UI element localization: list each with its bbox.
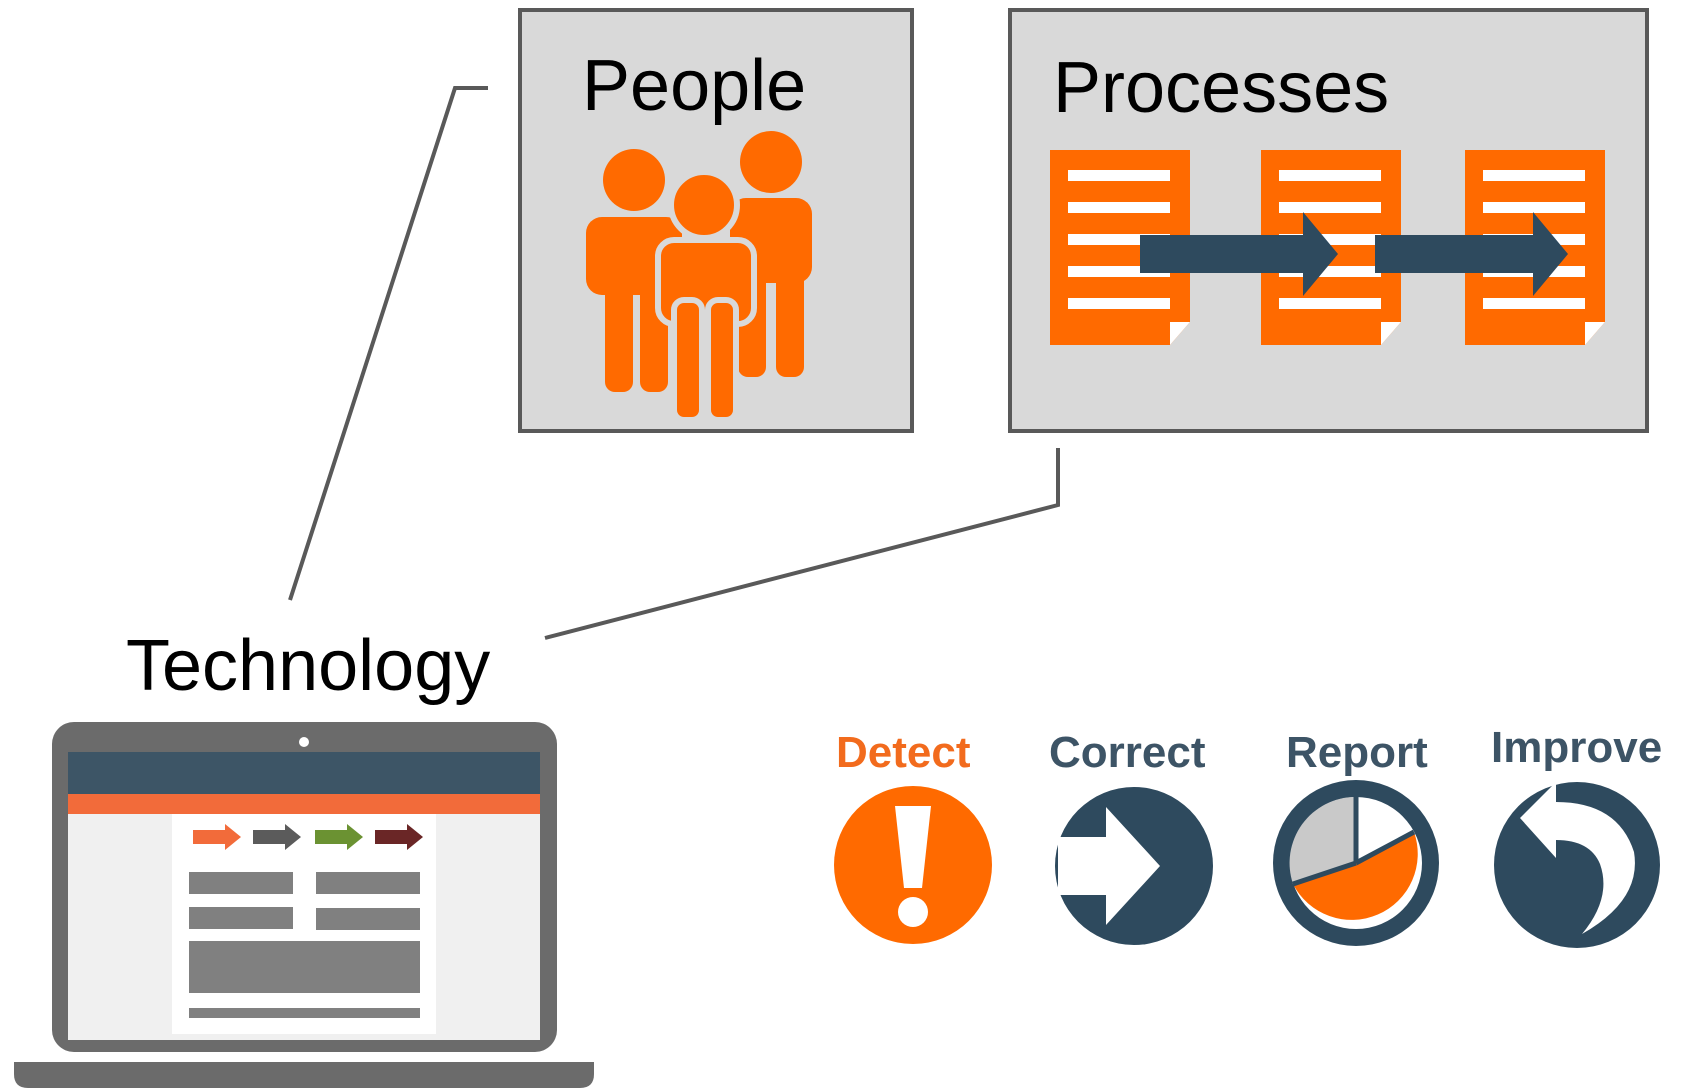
- screen-arrow-gray-icon: [253, 824, 301, 850]
- step-label-improve: Improve: [1491, 723, 1662, 772]
- people-panel: People: [518, 8, 914, 433]
- document-icon-1: [1050, 150, 1190, 345]
- screen-block: [316, 908, 420, 930]
- right-arrow-icon: [1055, 787, 1213, 945]
- screen-block: [189, 941, 420, 993]
- screen-block: [316, 872, 420, 894]
- process-arrow-icon-2: [1375, 212, 1568, 296]
- step-labels: Detect Correct Report Improve: [836, 723, 1662, 777]
- screen-arrow-orange-icon: [193, 824, 241, 850]
- processes-panel: Processes: [1008, 8, 1649, 433]
- connector-lines: [288, 86, 1060, 640]
- screen-arrow-green-icon: [315, 824, 363, 850]
- screen-arrow-maroon-icon: [375, 824, 423, 850]
- connector-processes-technology: [544, 448, 1060, 640]
- step-label-report: Report: [1286, 728, 1428, 777]
- step-label-correct: Correct: [1049, 728, 1206, 777]
- return-arrow-icon: [1494, 782, 1660, 948]
- screen-block: [189, 907, 293, 929]
- step-label-detect: Detect: [836, 728, 971, 777]
- laptop-base: [14, 1062, 594, 1088]
- process-arrow-icon-1: [1140, 212, 1338, 296]
- processes-title: Processes: [1053, 48, 1389, 128]
- pie-chart-icon: [1273, 780, 1439, 946]
- technology-title: Technology: [126, 626, 490, 706]
- screen-header-bar: [68, 752, 540, 794]
- people-title: People: [582, 46, 806, 126]
- connector-people-technology: [288, 86, 488, 601]
- laptop-icon: [14, 722, 594, 1088]
- person-icon: [655, 169, 757, 423]
- screen-block: [189, 872, 293, 894]
- screen-accent-bar: [68, 794, 540, 814]
- screen-block: [189, 1008, 420, 1018]
- people-group-icon: [586, 131, 812, 423]
- laptop-camera: [299, 737, 309, 747]
- exclamation-icon: [834, 786, 992, 944]
